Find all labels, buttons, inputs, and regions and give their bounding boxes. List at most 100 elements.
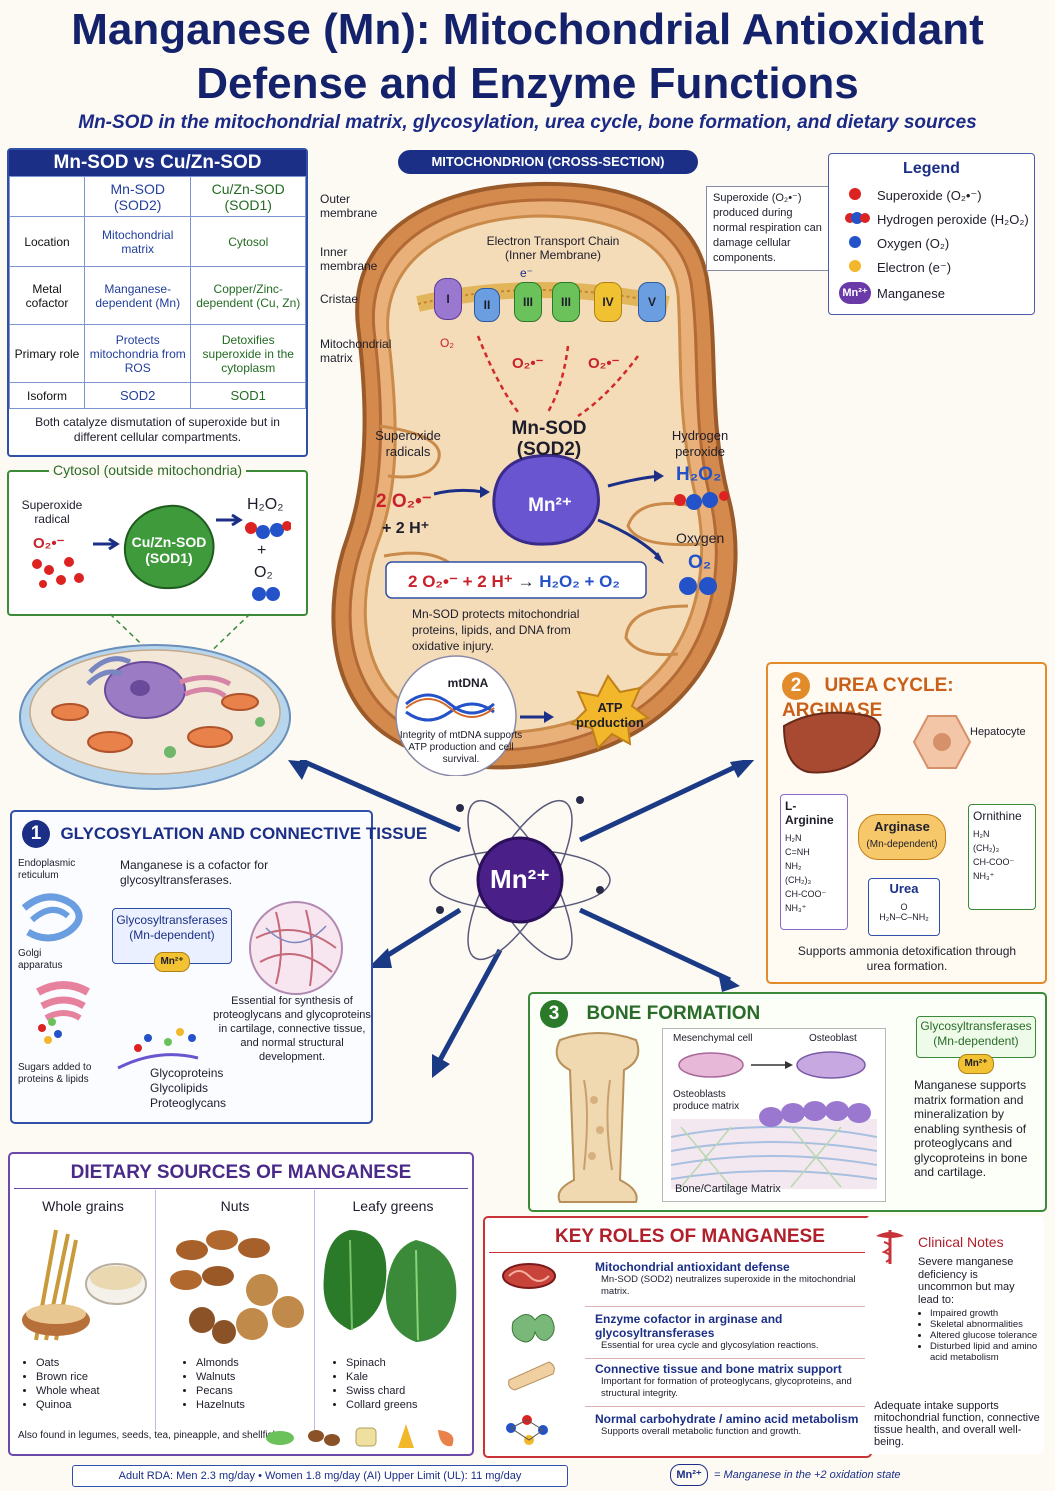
cofactor-note: Manganese is a cofactor for glycosyltran…: [120, 858, 269, 887]
bone-enzyme-box: Glycosyltransferases(Mn-dependent): [916, 1016, 1036, 1058]
mn-cell: Manganese-dependent (Mn): [83, 266, 192, 325]
clinical-notes-panel: Clinical Notes Severe manganese deficien…: [866, 1216, 1044, 1454]
h2o2-label: H₂O₂: [247, 496, 284, 513]
list-item: Kale: [346, 1370, 418, 1384]
urea-box: Urea O H₂N–C–NH₂: [868, 878, 940, 936]
superoxide-formula: O₂•⁻: [33, 535, 65, 552]
mn-cell: SOD2: [83, 382, 192, 409]
complex-v: V: [638, 282, 666, 322]
glyco-products: Glycoproteins Glycolipids Proteoglycans: [150, 1066, 226, 1111]
arginine-label: L-Arginine: [785, 799, 834, 827]
list-item: Brown rice: [36, 1370, 100, 1384]
plus-2h: + 2 H⁺: [382, 520, 430, 537]
cell-matrix-icon: [671, 1051, 877, 1189]
cu-cell: Cytosol: [190, 216, 306, 267]
role-item: Mitochondrial antioxidant defense Mn-SOD…: [595, 1260, 861, 1298]
complex-i: I: [434, 278, 462, 320]
diet-list-greens: Spinach Kale Swiss chard Collard greens: [332, 1356, 418, 1412]
role-detail: Essential for urea cycle and glycosylati…: [601, 1340, 819, 1351]
ornithine-label: Ornithine: [973, 809, 1022, 823]
o2-product: O₂: [688, 552, 712, 573]
title-line-1: Manganese (Mn): Mitochondrial Antioxidan…: [71, 5, 984, 54]
glyco-title: GLYCOSYLATION AND CONNECTIVE TISSUE: [60, 824, 428, 843]
role-detail: Mn-SOD (SOD2) neutralizes superoxide in …: [601, 1274, 856, 1297]
col-header-mn-sod: Mn-SOD(SOD2): [83, 176, 192, 217]
osteoblasts-note: Osteoblasts produce matrix: [673, 1089, 740, 1112]
footnote-mn-badge: Mn²⁺: [670, 1464, 708, 1486]
clinical-intro: Severe manganese deficiency is uncommon …: [918, 1256, 1015, 1306]
diet-col-greens: Leafy greens: [352, 1198, 434, 1214]
bone-title: BONE FORMATION: [586, 1003, 761, 1024]
golgi-label: Golgi apparatus: [18, 948, 63, 971]
sod1-label: Cu/Zn-SOD(SOD1): [131, 534, 207, 566]
protects-note: Mn-SOD protects mitochondrial proteins, …: [412, 607, 580, 653]
legend-electron: Electron (e⁻): [877, 260, 952, 275]
glyco-header: 1 GLYCOSYLATION AND CONNECTIVE TISSUE: [22, 820, 427, 848]
leafy-greens-icon: [323, 1230, 457, 1342]
page-subtitle: Mn-SOD in the mitochondrial matrix, glyc…: [78, 112, 977, 133]
caduceus-icon: [876, 1230, 904, 1264]
urea-label: Urea: [889, 881, 919, 896]
sod1-enzyme-icon: [123, 504, 215, 590]
role-item: Normal carbohydrate / amino acid metabol…: [595, 1412, 861, 1438]
center-mn-label: Mn²⁺: [490, 864, 550, 894]
glycoprotein-chain-icon: [38, 1018, 199, 1070]
legend-oxygen: Oxygen (O₂): [877, 236, 950, 251]
role-item: Enzyme cofactor in arginase and glycosyl…: [595, 1312, 861, 1352]
list-item: Hazelnuts: [196, 1398, 245, 1412]
matrix-label: Bone/Cartilage Matrix: [675, 1183, 781, 1195]
superoxide-label: Superoxide radical: [21, 498, 83, 526]
urea-number-badge: 2: [782, 672, 810, 700]
legend-icons: [845, 188, 870, 272]
arrow-icon: [93, 537, 120, 551]
legend-title: Legend: [903, 160, 960, 177]
bone-header: 3 BONE FORMATION: [540, 1000, 760, 1028]
sugars-note: Sugars added to proteins & lipids: [18, 1062, 92, 1085]
table-row: Metal cofactor Manganese-dependent (Mn) …: [9, 266, 306, 325]
product-glycolipids: Glycolipids: [150, 1081, 209, 1095]
hepatocyte-label: Hepatocyte: [970, 726, 1026, 738]
sod2-title: Mn-SOD(SOD2): [511, 418, 587, 460]
mesenchymal-label: Mesenchymal cell: [673, 1033, 753, 1044]
h2o2-molecule-icon: [245, 521, 291, 539]
role-item: Connective tissue and bone matrix suppor…: [595, 1362, 861, 1400]
row-label: Isoform: [9, 382, 85, 409]
liver-hepatocyte-icon: [782, 711, 972, 774]
etc-complexes: I II III III IV V: [434, 278, 684, 324]
cytosol-label: Cytosol (outside mitochondria): [49, 462, 247, 478]
row-label: Metal cofactor: [9, 266, 85, 325]
etc-o2-label: O₂: [440, 336, 454, 350]
footnote-text: = Manganese in the +2 oxidation state: [714, 1469, 901, 1481]
er-label: Endoplasmic reticulum: [18, 858, 76, 881]
key-roles-panel: KEY ROLES OF MANGANESE Mitochondrial ant…: [483, 1216, 872, 1458]
glyco-number-badge: 1: [22, 820, 50, 848]
product-proteoglycans: Proteoglycans: [150, 1096, 227, 1110]
role-heading: Normal carbohydrate / amino acid metabol…: [595, 1412, 859, 1426]
list-item: Almonds: [196, 1356, 245, 1370]
bone-icon: [555, 1032, 640, 1203]
list-item: Altered glucose tolerance: [930, 1330, 1040, 1341]
center-hub-arrows: [288, 760, 755, 1078]
bone-note: Manganese supports matrix formation and …: [914, 1078, 1028, 1179]
outer-membrane-label: Outer membrane: [320, 192, 378, 220]
oxygen-label: Oxygen: [676, 530, 725, 546]
etc-superoxide-a: O₂•⁻: [512, 355, 544, 372]
two-superoxide: 2 O₂•⁻: [376, 491, 432, 512]
urea-cycle-panel: 2 UREA CYCLE: ARGINASE Hepatocyte L-Argi…: [766, 662, 1047, 984]
legend-hydrogen-peroxide: Hydrogen peroxide (H₂O₂): [877, 212, 1029, 227]
list-item: Whole wheat: [36, 1384, 100, 1398]
er-golgi-icon: [21, 893, 91, 1021]
cytosol-panel: Cytosol (outside mitochondria) Superoxid…: [7, 462, 308, 616]
role-heading: Enzyme cofactor in arginase and glycosyl…: [595, 1312, 783, 1340]
sod2-mn-label: Mn²⁺: [528, 495, 572, 516]
mitochondrion-illustration: [331, 181, 738, 776]
comparison-title: Mn-SOD vs Cu/Zn-SOD: [9, 150, 306, 176]
legend-superoxide: Superoxide (O₂•⁻): [877, 188, 982, 203]
mitochondrion-header: MITOCHONDRION (CROSS-SECTION): [398, 150, 698, 174]
etc-label: Electron Transport Chain(Inner Membrane): [486, 234, 620, 262]
glyco-mn-badge: Mn²⁺: [154, 952, 190, 972]
